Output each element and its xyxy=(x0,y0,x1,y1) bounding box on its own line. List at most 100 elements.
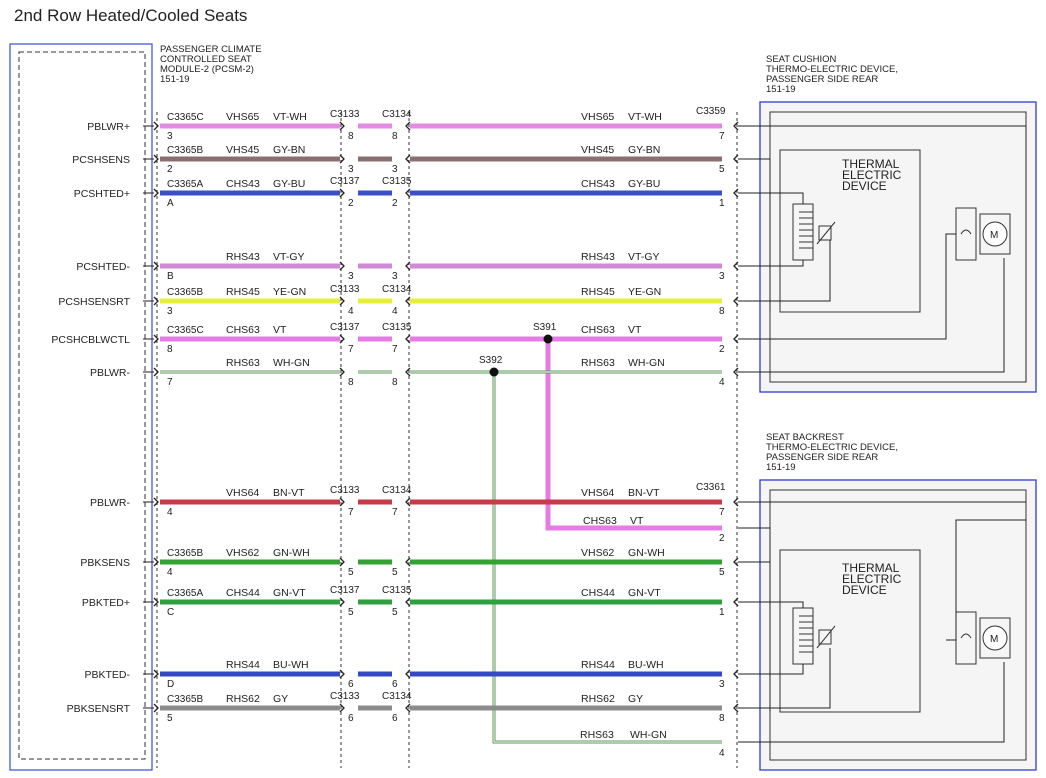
left-pin-label: 3 xyxy=(167,131,173,142)
connector-arrow-icon xyxy=(339,367,345,377)
cushion-label-line: 151-19 xyxy=(766,84,796,95)
connector-arrow-icon xyxy=(339,557,345,567)
connector-arrow-icon xyxy=(405,669,411,679)
inline-connector-label: C3134 xyxy=(382,485,412,496)
right-pin-label: 5 xyxy=(719,567,725,578)
right-pin-label: 1 xyxy=(719,198,725,209)
inline-pin-label: 5 xyxy=(348,567,354,578)
circuit-label: VHS64 xyxy=(226,487,259,499)
device-internals: MM xyxy=(738,125,1027,743)
connector-arrow-icon xyxy=(153,557,159,567)
signal-label: PBLWR- xyxy=(90,367,131,379)
connector-arrow-icon xyxy=(153,497,159,507)
right-pin-label: 5 xyxy=(719,164,725,175)
circuit-label: VHS65 xyxy=(226,111,259,123)
left-connector-label: C3365A xyxy=(167,179,203,190)
color-label: WH-GN xyxy=(273,357,310,369)
left-connector-label: C3365B xyxy=(167,145,203,156)
inline-pin-label: 3 xyxy=(348,164,354,175)
right-circuit-label: RHS45 xyxy=(581,286,615,298)
connector-arrow-icon xyxy=(733,703,739,713)
right-pin-label: 7 xyxy=(719,131,725,142)
inline-pin-label: 3 xyxy=(392,271,398,282)
thermistor-icon xyxy=(818,225,832,241)
signal-label: PBKSENSRT xyxy=(67,703,131,715)
connector-arrow-icon xyxy=(405,497,411,507)
connector-arrow-icon xyxy=(405,557,411,567)
internal-wire xyxy=(738,601,804,608)
connector-arrow-icon xyxy=(339,703,345,713)
connector-arrow-icon xyxy=(405,367,411,377)
branch-pin-label: 4 xyxy=(719,748,725,759)
inline-pin-label: 5 xyxy=(348,607,354,618)
inline-pin-label: 6 xyxy=(348,679,354,690)
circuit-label: RHS63 xyxy=(226,357,260,369)
thermistor-arrow xyxy=(816,625,836,649)
branch-circuit-label: CHS63 xyxy=(583,515,617,527)
backrest-connector-label: C3361 xyxy=(696,482,726,493)
inline-connector-label: C3135 xyxy=(382,585,412,596)
right-color-label: GY-BN xyxy=(628,144,660,156)
thermistor-icon xyxy=(818,629,832,645)
module-label-line: PASSENGER CLIMATE xyxy=(160,44,262,55)
inline-pin-label: 8 xyxy=(348,131,354,142)
internal-wire xyxy=(738,240,831,302)
right-circuit-label: CHS63 xyxy=(581,324,615,336)
connector-arrow-icon xyxy=(733,296,739,306)
color-label: GY-BU xyxy=(273,178,305,190)
signal-label: PCSHCBLWCTL xyxy=(51,334,130,346)
color-label: VT-WH xyxy=(273,111,307,123)
color-label: BU-WH xyxy=(273,659,309,671)
signal-label: PCSHTED+ xyxy=(74,188,130,200)
backrest-thermal-label: ELECTRIC xyxy=(842,572,902,586)
right-circuit-label: VHS45 xyxy=(581,144,614,156)
backrest-label-line: SEAT BACKREST xyxy=(766,432,844,443)
connector-arrow-icon xyxy=(733,557,739,567)
right-color-label: BU-WH xyxy=(628,659,664,671)
inline-pin-label: 3 xyxy=(348,271,354,282)
connector-arrow-icon xyxy=(339,154,345,164)
inline-connector-label: C3134 xyxy=(382,109,412,120)
connector-arrow-icon xyxy=(339,261,345,271)
connector-arrow-icon xyxy=(405,334,411,344)
right-color-label: WH-GN xyxy=(628,357,665,369)
fan-switch-icon xyxy=(955,611,977,665)
color-label: VT xyxy=(273,324,287,336)
right-color-label: GN-WH xyxy=(628,547,665,559)
left-pin-label: 7 xyxy=(167,377,173,388)
color-label: GN-VT xyxy=(273,587,306,599)
left-connector-label: C3365A xyxy=(167,588,203,599)
connector-arrow-icon xyxy=(339,597,345,607)
right-pin-label: 7 xyxy=(719,507,725,518)
color-label: VT-GY xyxy=(273,251,305,263)
connector-arrow-icon xyxy=(339,188,345,198)
connector-arrow-icon xyxy=(153,334,159,344)
cushion-label-line: PASSENGER SIDE REAR xyxy=(766,74,878,85)
right-circuit-label: CHS44 xyxy=(581,587,615,599)
circuit-label: CHS44 xyxy=(226,587,260,599)
connector-arrow-icon xyxy=(339,334,345,344)
motor-label: M xyxy=(990,634,998,645)
inline-connector-label: C3134 xyxy=(382,691,412,702)
backrest-thermal-label: DEVICE xyxy=(842,583,887,597)
splice-label: S392 xyxy=(479,355,503,366)
connector-arrow-icon xyxy=(405,597,411,607)
internal-wire xyxy=(738,233,956,340)
connector-arrow-icon xyxy=(339,296,345,306)
module-inner-dashed xyxy=(18,51,146,760)
internal-wire xyxy=(738,192,804,204)
fan-switch-wave xyxy=(960,229,972,235)
inline-pin-label: 8 xyxy=(348,377,354,388)
right-circuit-label: VHS62 xyxy=(581,547,614,559)
connector-arrow-icon xyxy=(733,121,739,131)
backrest-thermal-label: THERMAL xyxy=(842,561,900,575)
connector-arrow-icon xyxy=(153,669,159,679)
module-frame xyxy=(9,43,153,771)
inline-connector-label: C3135 xyxy=(382,322,412,333)
connector-arrow-icon xyxy=(733,188,739,198)
